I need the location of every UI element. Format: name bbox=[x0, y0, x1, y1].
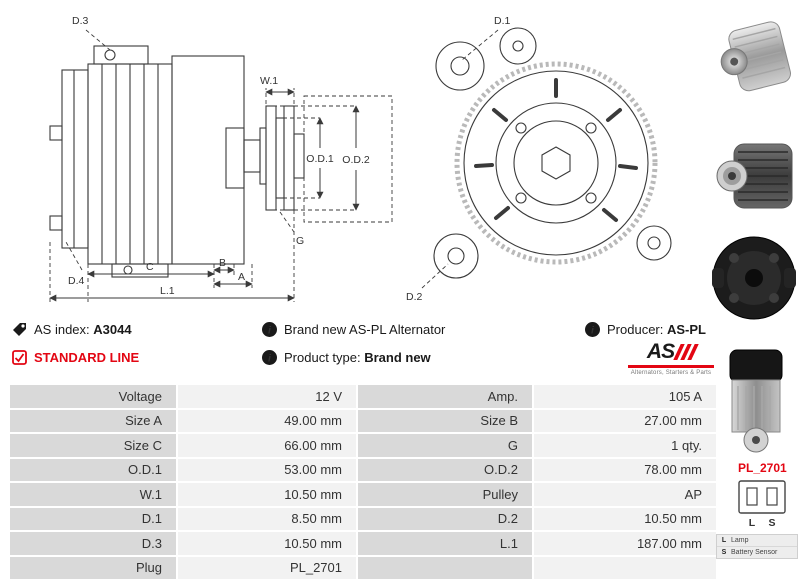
checkbox-icon bbox=[12, 350, 27, 365]
info-icon: i bbox=[262, 322, 277, 337]
spec-label: Size C bbox=[10, 434, 176, 457]
producer-label: Producer: bbox=[607, 322, 667, 337]
plug-pin-s-label: S bbox=[768, 517, 775, 528]
plug-pin-l-label: L bbox=[749, 517, 756, 528]
spec-label: O.D.2 bbox=[358, 458, 532, 481]
legend-label-lamp: Lamp bbox=[731, 537, 749, 544]
spec-value: PL_2701 bbox=[178, 556, 356, 579]
legend-key-l: L bbox=[721, 537, 727, 544]
spec-label: Pulley bbox=[358, 483, 532, 506]
spec-label: Size B bbox=[358, 409, 532, 432]
spec-value: 1 qty. bbox=[534, 434, 716, 457]
dim-label-od2: O.D.2 bbox=[342, 154, 370, 166]
product-photo-4 bbox=[729, 349, 783, 453]
plug-code: PL_2701 bbox=[738, 461, 787, 475]
aspl-logo-bar bbox=[628, 365, 714, 368]
table-row: W.1 10.50 mm Pulley AP bbox=[10, 483, 716, 506]
spec-value: 105 A bbox=[534, 385, 716, 408]
spec-label bbox=[358, 556, 532, 579]
table-row: O.D.1 53.00 mm O.D.2 78.00 mm bbox=[10, 458, 716, 481]
legend-key-s: S bbox=[721, 549, 727, 556]
plug-diagram: L S bbox=[738, 480, 786, 528]
plug-legend: L Lamp S Battery Sensor bbox=[716, 534, 798, 559]
legend-label-battery-sensor: Battery Sensor bbox=[731, 549, 778, 556]
aspl-logo-mark: AS bbox=[628, 340, 714, 364]
legend-row-battery-sensor: S Battery Sensor bbox=[717, 547, 797, 558]
legend-row-lamp: L Lamp bbox=[717, 535, 797, 547]
product-type-row: i Product type: Brand new bbox=[262, 350, 431, 365]
as-index-label: AS index: bbox=[34, 322, 94, 337]
spec-value bbox=[534, 556, 716, 579]
standard-line-row: STANDARD LINE bbox=[12, 350, 139, 365]
brand-new-row: i Brand new AS-PL Alternator bbox=[262, 322, 445, 337]
product-type-label: Product type: bbox=[284, 350, 365, 365]
svg-text:i: i bbox=[591, 324, 595, 336]
dim-label-d4: D.4 bbox=[68, 275, 85, 287]
spec-value: 66.00 mm bbox=[178, 434, 356, 457]
spec-value: 10.50 mm bbox=[178, 483, 356, 506]
spec-label: L.1 bbox=[358, 532, 532, 555]
table-row: D.1 8.50 mm D.2 10.50 mm bbox=[10, 507, 716, 530]
brand-new-text: Brand new AS-PL Alternator bbox=[284, 322, 446, 337]
dim-label-c: C bbox=[146, 261, 154, 273]
spec-label: Plug bbox=[10, 556, 176, 579]
table-row: Voltage 12 V Amp. 105 A bbox=[10, 385, 716, 408]
as-index-value: A3044 bbox=[93, 322, 132, 337]
dim-label-g: G bbox=[296, 235, 304, 247]
spec-value: AP bbox=[534, 483, 716, 506]
dim-label-w1: W.1 bbox=[260, 75, 278, 87]
spec-value: 8.50 mm bbox=[178, 507, 356, 530]
spec-value: 12 V bbox=[178, 385, 356, 408]
spec-value: 27.00 mm bbox=[534, 409, 716, 432]
dim-label-od1: O.D.1 bbox=[306, 153, 334, 165]
dim-label-a: A bbox=[238, 271, 245, 283]
dim-label-d1: D.1 bbox=[494, 15, 511, 27]
svg-text:i: i bbox=[268, 352, 272, 364]
dim-label-l1: L.1 bbox=[160, 285, 175, 297]
standard-line-label: STANDARD LINE bbox=[34, 350, 140, 365]
product-photo-1 bbox=[720, 21, 791, 92]
info-icon: i bbox=[262, 350, 277, 365]
tag-icon bbox=[13, 323, 26, 336]
spec-value: 10.50 mm bbox=[534, 507, 716, 530]
spec-label: D.2 bbox=[358, 507, 532, 530]
aspl-logo-subtext: Alternators, Starters & Parts bbox=[630, 370, 712, 376]
product-photo-3 bbox=[712, 236, 796, 320]
dim-label-d2: D.2 bbox=[406, 291, 423, 303]
product-type-text: Product type: Brand new bbox=[284, 350, 431, 365]
spec-value: 10.50 mm bbox=[178, 532, 356, 555]
spec-label: Size A bbox=[10, 409, 176, 432]
table-row: Plug PL_2701 bbox=[10, 556, 716, 579]
spec-label: O.D.1 bbox=[10, 458, 176, 481]
spec-table: Voltage 12 V Amp. 105 A Size A 49.00 mm … bbox=[8, 383, 718, 581]
product-type-value: Brand new bbox=[364, 350, 431, 365]
spec-label: W.1 bbox=[10, 483, 176, 506]
table-row: D.3 10.50 mm L.1 187.00 mm bbox=[10, 532, 716, 555]
as-index-row: AS index: A3044 bbox=[12, 322, 132, 337]
spec-value: 49.00 mm bbox=[178, 409, 356, 432]
spec-value: 78.00 mm bbox=[534, 458, 716, 481]
aspl-logo-text: AS bbox=[646, 340, 675, 363]
as-index-text: AS index: A3044 bbox=[34, 322, 132, 337]
info-icon: i bbox=[585, 322, 600, 337]
svg-text:i: i bbox=[268, 324, 272, 336]
spec-value: 187.00 mm bbox=[534, 532, 716, 555]
spec-label: D.1 bbox=[10, 507, 176, 530]
aspl-logo: AS Alternators, Starters & Parts bbox=[628, 340, 714, 376]
product-photo-2 bbox=[716, 143, 793, 209]
spec-label: D.3 bbox=[10, 532, 176, 555]
dim-label-b: B bbox=[219, 257, 226, 269]
producer-text: Producer: AS-PL bbox=[607, 322, 706, 337]
spec-label: G bbox=[358, 434, 532, 457]
front-view-drawing: D.1 D.2 bbox=[406, 15, 672, 303]
table-row: Size A 49.00 mm Size B 27.00 mm bbox=[10, 409, 716, 432]
spec-label: Voltage bbox=[10, 385, 176, 408]
producer-value: AS-PL bbox=[666, 322, 706, 337]
spec-value: 53.00 mm bbox=[178, 458, 356, 481]
side-view-drawing: D.3 W.1 O.D.1 O.D.2 G D.4 C B A L.1 bbox=[49, 15, 393, 302]
producer-row: i Producer: AS-PL bbox=[585, 322, 706, 337]
dim-label-d3: D.3 bbox=[72, 15, 89, 27]
spec-label: Amp. bbox=[358, 385, 532, 408]
table-row: Size C 66.00 mm G 1 qty. bbox=[10, 434, 716, 457]
